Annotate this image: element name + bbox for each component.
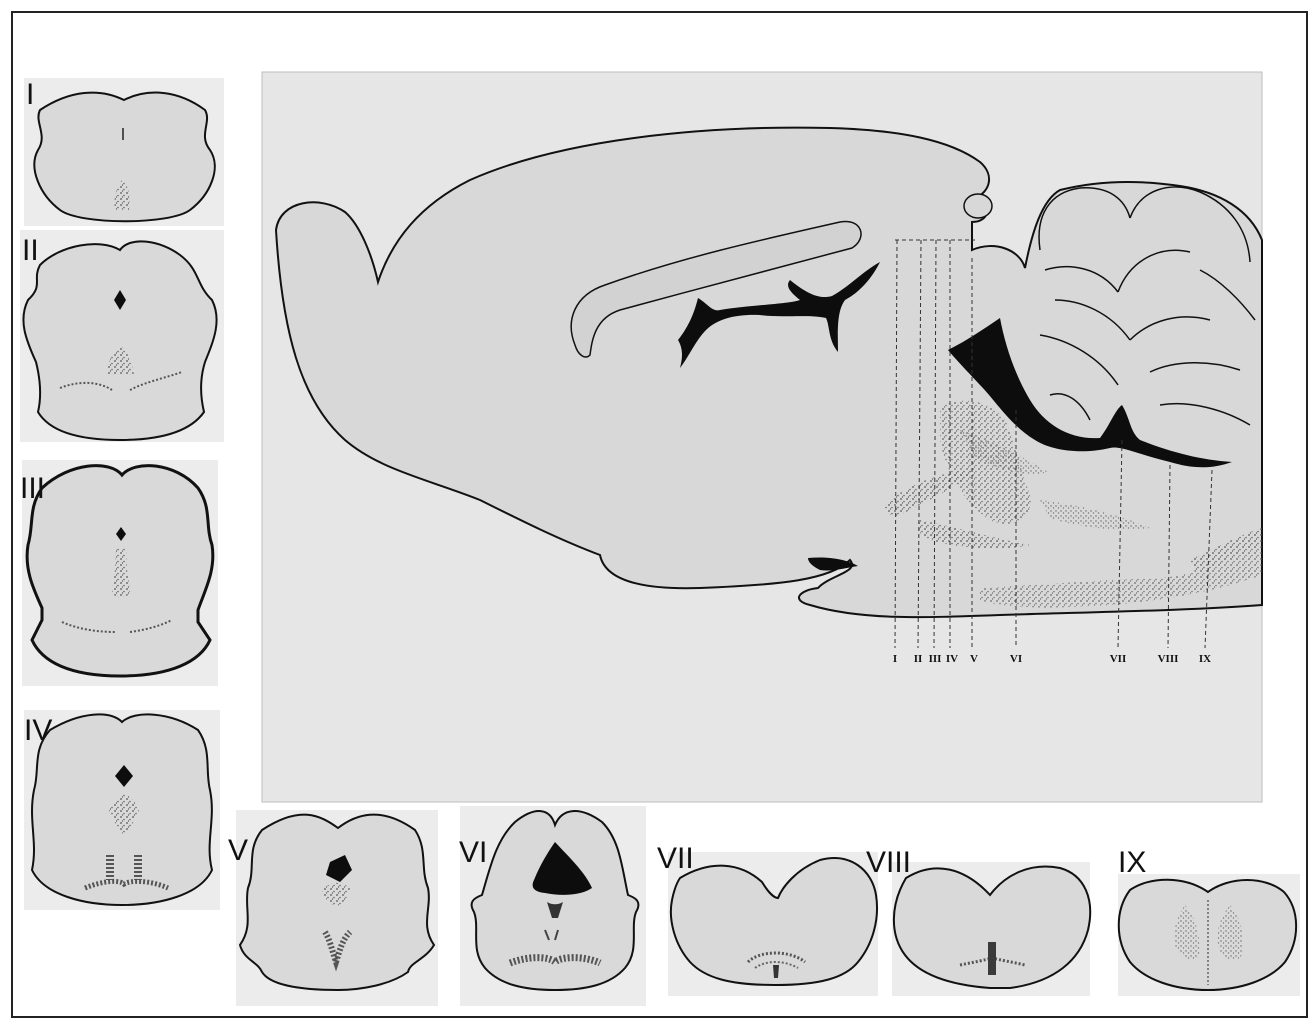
level-label-1: I — [893, 653, 897, 665]
section-1-label: I — [26, 78, 34, 111]
level-label-6: VI — [1010, 653, 1022, 665]
coronal-section-1: I — [24, 78, 224, 226]
section-6-label: VI — [459, 836, 487, 869]
section-3-label: III — [20, 472, 45, 505]
small-rostral-lobe — [964, 194, 992, 218]
coronal-section-5: V — [228, 810, 438, 1006]
section-5-label: V — [228, 834, 248, 867]
section-2-outline — [23, 241, 216, 440]
level-label-8: VIII — [1158, 653, 1179, 665]
coronal-section-7: VII — [657, 842, 878, 996]
level-label-3: III — [929, 653, 942, 665]
section-9-label: IX — [1118, 846, 1146, 879]
level-label-5: V — [970, 653, 978, 665]
sagittal-section-panel: I II III IV V VI VII VIII IX — [262, 72, 1262, 802]
coronal-section-4: IV — [24, 710, 220, 910]
level-label-4: IV — [946, 653, 958, 665]
section-7-label: VII — [657, 842, 694, 875]
level-label-9: IX — [1199, 653, 1211, 665]
level-label-2: II — [914, 653, 923, 665]
coronal-section-2: II — [20, 230, 224, 442]
coronal-section-3: III — [20, 460, 218, 686]
coronal-section-8: VIII — [866, 846, 1090, 996]
section-2-label: II — [22, 234, 39, 267]
coronal-section-6: VI — [459, 806, 646, 1006]
level-label-7: VII — [1110, 653, 1127, 665]
section-8-label: VIII — [866, 846, 911, 879]
section-4-label: IV — [24, 714, 52, 747]
